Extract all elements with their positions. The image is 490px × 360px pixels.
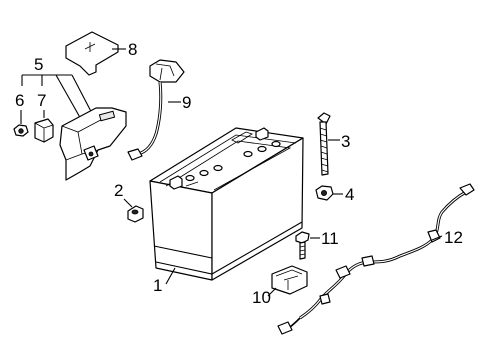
terminal-housing[interactable] [59,107,127,181]
battery-terminal-cover[interactable] [65,31,119,76]
callout-5: 5 [34,55,43,74]
grommet-part-2[interactable] [127,205,144,223]
bracket-part-10[interactable] [271,265,308,295]
clamp-part-7[interactable] [34,118,54,143]
nut-part-4[interactable] [315,185,334,201]
callout-3: 3 [341,132,350,151]
callout-6: 6 [15,91,24,110]
callout-7: 7 [37,91,46,110]
callout-10: 10 [252,288,271,307]
battery[interactable] [149,127,304,281]
nut-part-6[interactable] [13,124,29,137]
callout-11: 11 [321,229,339,248]
callout-8: 8 [128,40,137,59]
callout-12: 12 [444,228,463,247]
callout-1: 1 [153,276,162,295]
callout-4: 4 [345,185,354,204]
callout-2: 2 [114,181,123,200]
wire-harness[interactable] [277,183,475,335]
battery-cable[interactable] [127,59,185,161]
callout-9: 9 [182,93,191,112]
bolt-part-11[interactable] [295,231,310,260]
threaded-rod[interactable] [317,112,331,176]
